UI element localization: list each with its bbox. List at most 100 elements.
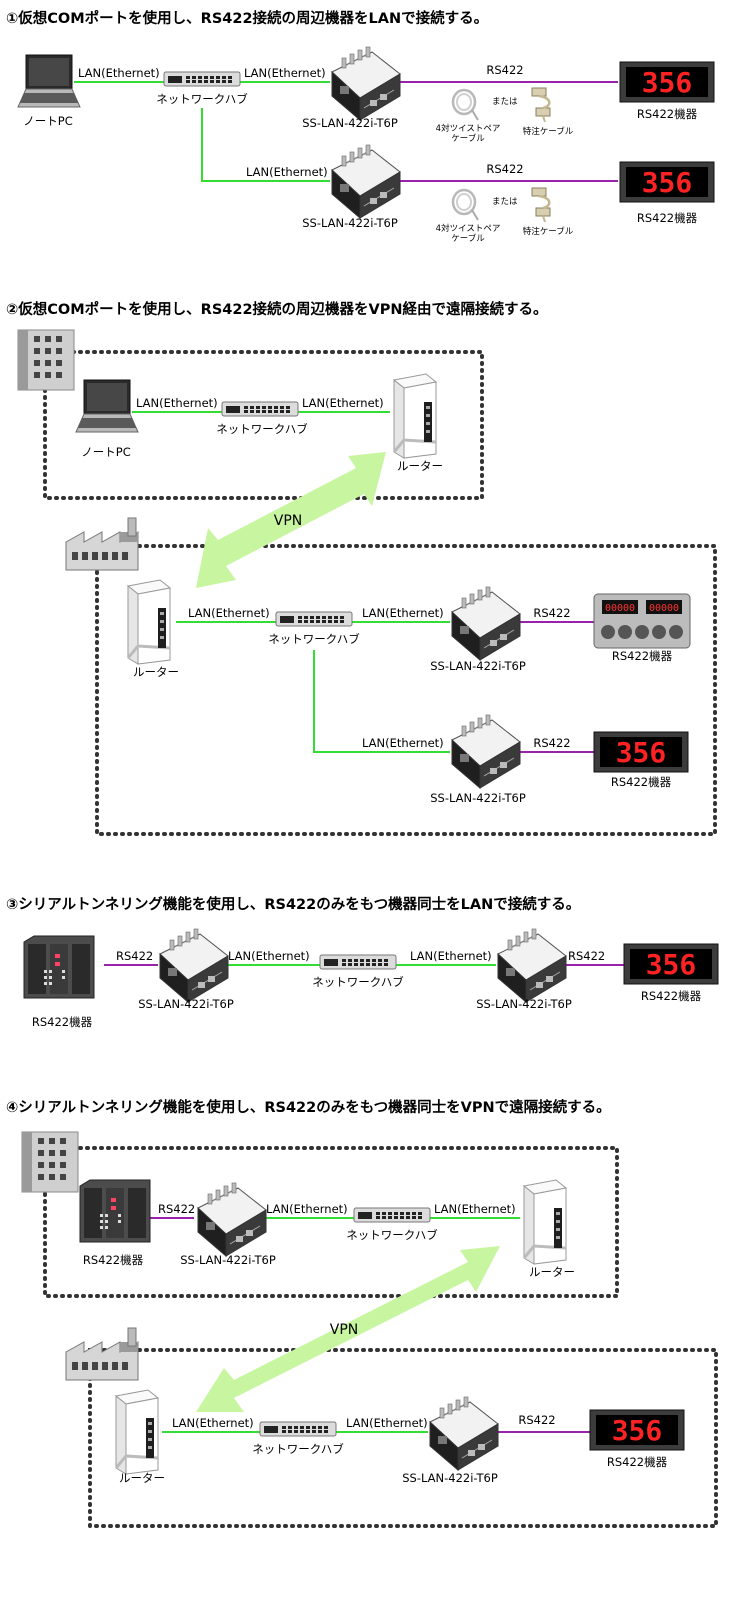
rs422-device-label: RS422機器 (637, 107, 698, 121)
router-label: ルーター (397, 459, 443, 473)
converter-icon (331, 46, 401, 121)
rs422-label: RS422 (116, 949, 153, 963)
pc-label: ノートPC (81, 445, 130, 459)
site-boundary (95, 544, 717, 836)
twisted-pair-cable-icon (451, 88, 480, 122)
rs422-label: RS422 (568, 949, 605, 963)
display-digits: 356 (612, 1414, 663, 1447)
lan-label: LAN(Ethernet) (78, 66, 160, 80)
display-digits: 356 (642, 166, 693, 199)
rs422-device-label: RS422機器 (611, 775, 672, 789)
lan-label: LAN(Ethernet) (410, 949, 492, 963)
router-icon (126, 578, 172, 666)
rs422-device-label: RS422機器 (32, 1015, 93, 1029)
converter-label: SS-LAN-422i-T6P (430, 791, 526, 805)
rs422-device-label: RS422機器 (607, 1455, 668, 1469)
converter-label: SS-LAN-422i-T6P (476, 997, 572, 1011)
converter-icon (159, 928, 229, 1003)
factory-icon (65, 517, 139, 571)
converter-label: SS-LAN-422i-T6P (138, 997, 234, 1011)
lan-line (313, 650, 450, 753)
lan-label: LAN(Ethernet) (188, 606, 270, 620)
rs422-device-label: RS422機器 (641, 989, 702, 1003)
converter-label: SS-LAN-422i-T6P (302, 116, 398, 130)
hub-label: ネットワークハブ (312, 975, 404, 989)
hub-icon (221, 401, 299, 417)
hub-label: ネットワークハブ (346, 1228, 438, 1242)
pc-label: ノートPC (23, 114, 72, 128)
hub-label: ネットワークハブ (216, 422, 308, 436)
hub-label: ネットワークハブ (156, 92, 248, 106)
router-icon (114, 1388, 160, 1476)
vpn-arrow (196, 452, 386, 588)
lan-label: LAN(Ethernet) (228, 949, 310, 963)
hub-icon (163, 71, 241, 87)
or-label: または (492, 197, 518, 207)
rs422-label: RS422 (158, 1202, 195, 1216)
converter-icon (451, 714, 521, 789)
converter-icon (451, 586, 521, 661)
site-boundary (43, 1146, 619, 1298)
router-label: ルーター (529, 1265, 575, 1279)
twisted-pair-label: ケーブル (451, 233, 485, 244)
custom-cable-label: 特注ケーブル (523, 126, 574, 137)
site-boundary (43, 350, 484, 500)
router-label: ルーター (133, 665, 179, 679)
router-icon (392, 372, 438, 460)
rs422-device-label: RS422機器 (612, 649, 673, 663)
converter-icon (331, 144, 401, 219)
converter-icon (429, 1396, 499, 1471)
hub-icon (319, 954, 397, 970)
vpn-arrow (196, 1246, 500, 1412)
converter-icon (497, 928, 567, 1003)
lan-label: LAN(Ethernet) (362, 606, 444, 620)
section-4-heading: ④シリアルトンネリング機能を使用し、RS422のみをもつ機器同士をVPNで遠隔接… (6, 1098, 611, 1116)
hub-icon (275, 611, 353, 627)
lan-label: LAN(Ethernet) (244, 66, 326, 80)
converter-label: SS-LAN-422i-T6P (180, 1253, 276, 1267)
hub-label: ネットワークハブ (268, 632, 360, 646)
laptop-icon (17, 54, 81, 108)
converter-icon (197, 1182, 267, 1257)
lan-label: LAN(Ethernet) (266, 1202, 348, 1216)
twisted-pair-label: 4対ツイストペア (436, 123, 501, 134)
office-building-icon (21, 1131, 79, 1193)
custom-cable-label: 特注ケーブル (523, 226, 574, 237)
factory-icon (65, 1327, 139, 1381)
display-digits: 356 (616, 736, 667, 769)
display-digits: 356 (646, 948, 697, 981)
or-label: または (492, 97, 518, 107)
twisted-pair-cable-icon (451, 188, 480, 222)
lan-label: LAN(Ethernet) (346, 1416, 428, 1430)
section-1-heading: ①仮想COMポートを使用し、RS422接続の周辺機器をLANで接続する。 (6, 9, 488, 27)
lan-label: LAN(Ethernet) (362, 736, 444, 750)
section-2-heading: ②仮想COMポートを使用し、RS422接続の周辺機器をVPN経由で遠隔接続する。 (6, 300, 548, 318)
lan-label: LAN(Ethernet) (172, 1416, 254, 1430)
converter-label: SS-LAN-422i-T6P (302, 216, 398, 230)
lan-label: LAN(Ethernet) (246, 165, 328, 179)
site-boundary (88, 1348, 718, 1528)
rack-device-icon (23, 935, 95, 999)
office-building-icon (17, 329, 75, 391)
rack-device-icon (79, 1179, 151, 1243)
twisted-pair-label: 4対ツイストペア (436, 223, 501, 234)
rs422-label: RS422 (533, 736, 570, 750)
vpn-label: VPN (274, 513, 303, 529)
lan-label: LAN(Ethernet) (434, 1202, 516, 1216)
rs422-label: RS422 (486, 63, 523, 77)
lan-line (201, 108, 330, 182)
lan-label: LAN(Ethernet) (302, 396, 384, 410)
router-icon (522, 1178, 568, 1266)
twisted-pair-label: ケーブル (451, 133, 485, 144)
custom-cable-icon (530, 186, 552, 224)
section-3-heading: ③シリアルトンネリング機能を使用し、RS422のみをもつ機器同士をLANで接続す… (6, 895, 580, 913)
vpn-label: VPN (330, 1322, 359, 1338)
converter-label: SS-LAN-422i-T6P (402, 1471, 498, 1485)
rs422-label: RS422 (533, 606, 570, 620)
rs422-device-label: RS422機器 (83, 1253, 144, 1267)
rs422-label: RS422 (518, 1413, 555, 1427)
display-digits: 356 (642, 66, 693, 99)
rs422-label: RS422 (486, 162, 523, 176)
laptop-icon (75, 379, 139, 433)
